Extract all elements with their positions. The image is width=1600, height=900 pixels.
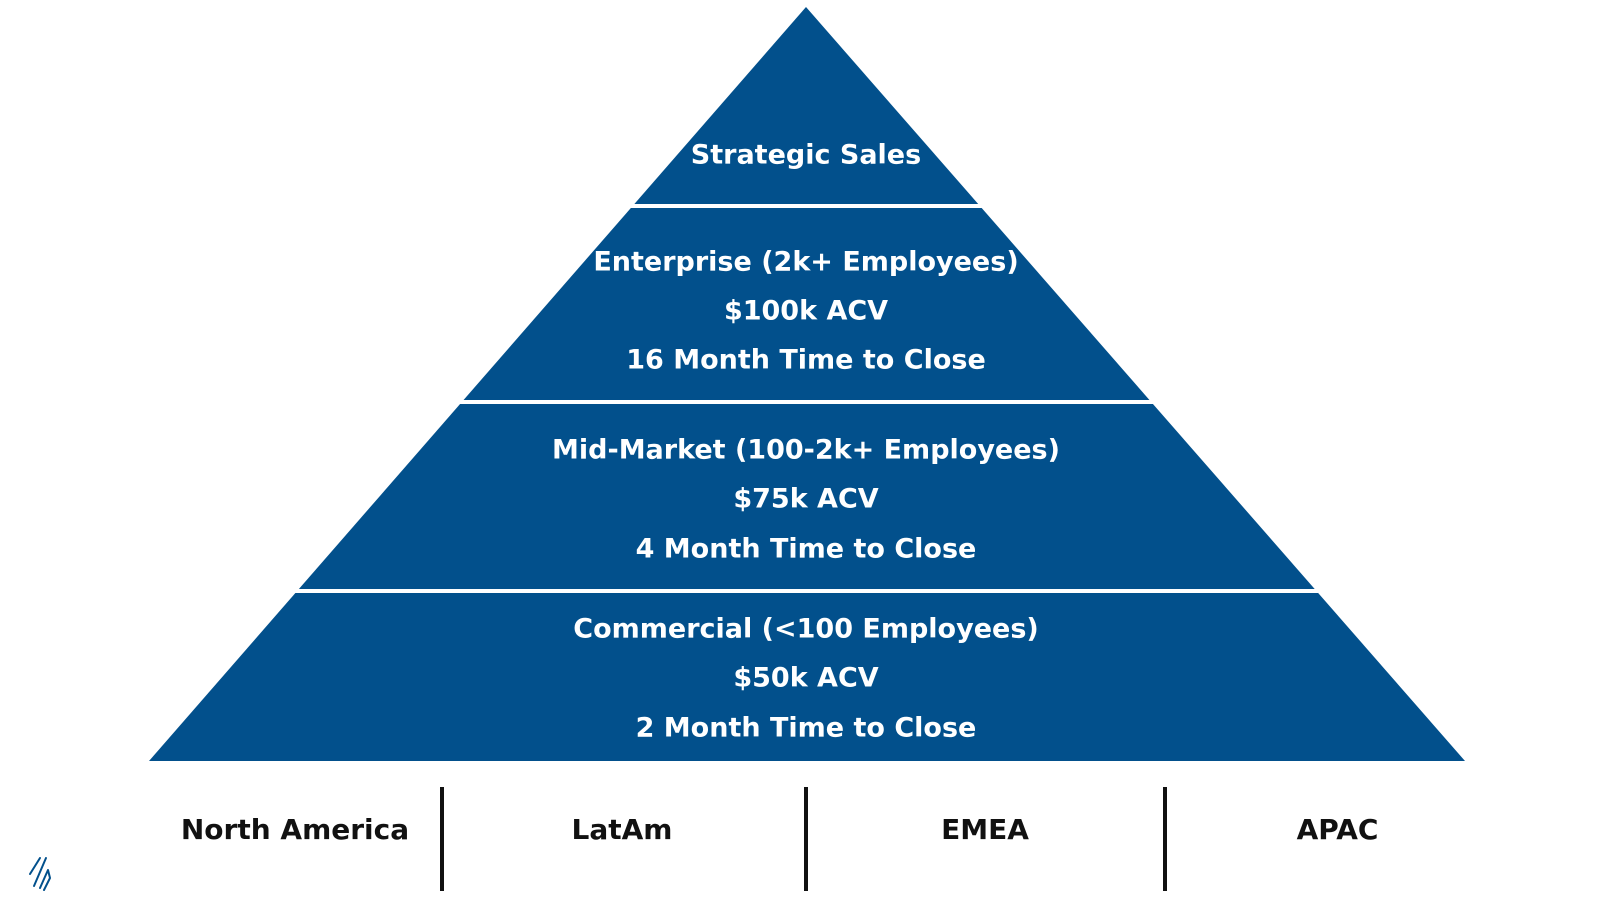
brand-slash-logo-icon xyxy=(29,857,51,891)
tier-commercial-acv: $50k ACV xyxy=(733,663,878,694)
tier-enterprise-title: Enterprise (2k+ Employees) xyxy=(593,247,1018,278)
region-north-america: North America xyxy=(180,813,410,846)
region-divider-2 xyxy=(804,787,808,891)
pyramid-shape xyxy=(149,7,1465,761)
tier-commercial-close-time: 2 Month Time to Close xyxy=(636,713,977,744)
tier-enterprise-acv: $100k ACV xyxy=(724,296,888,327)
region-divider-1 xyxy=(440,787,444,891)
tier-midmarket-acv: $75k ACV xyxy=(733,484,878,515)
tier-midmarket-title: Mid-Market (100-2k+ Employees) xyxy=(552,435,1060,466)
tier-commercial-title: Commercial (<100 Employees) xyxy=(573,614,1038,645)
tier-strategic-title: Strategic Sales xyxy=(691,140,921,171)
region-emea: EMEA xyxy=(941,813,1029,846)
tier-enterprise-close-time: 16 Month Time to Close xyxy=(626,345,986,376)
tier-midmarket-close-time: 4 Month Time to Close xyxy=(636,534,977,565)
region-latam: LatAm xyxy=(571,813,673,846)
region-apac: APAC xyxy=(1296,813,1379,846)
region-divider-3 xyxy=(1163,787,1167,891)
